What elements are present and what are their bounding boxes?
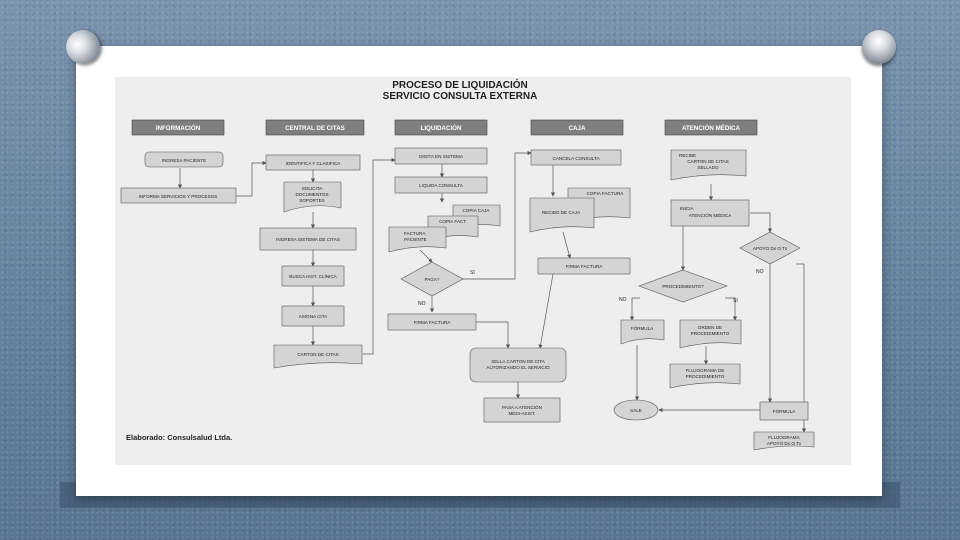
node-recibo-caja — [530, 198, 594, 232]
label-cancela-consulta: CANCELA CONSULTA — [552, 156, 600, 161]
label-apoyo: APOYO Dx O Tx — [753, 246, 788, 251]
label-sella-1: SELLA CARTON DE CITA — [491, 359, 546, 364]
label-orden-2: PROCEDIMIENTO — [691, 331, 730, 336]
connector — [236, 163, 266, 196]
label-ingresa-paciente: INGRESA PACIENTE — [162, 158, 206, 163]
label-recibo-caja: RECIBO DE CAJA — [542, 210, 581, 215]
connector — [750, 213, 770, 232]
label-ingresa-sistema: INGRESA SISTEMA DE CITAS — [276, 237, 340, 242]
label-si-procedimiento: SI — [733, 298, 738, 304]
label-liquida-consulta: LIQUIDA CONSULTA — [419, 183, 464, 188]
header-central-citas-label: CENTRAL DE CITAS — [285, 125, 345, 132]
label-no-paga: NO — [418, 301, 426, 307]
label-paga: PAGA? — [425, 277, 440, 282]
label-busca-hist: BUSCA HIST. CLÍNICA — [289, 273, 337, 279]
label-factura-1: FACTURA — [404, 231, 426, 236]
label-solicita-2: DOCUMENTOS — [295, 192, 328, 197]
node-pasa-atencion — [484, 398, 560, 422]
label-formula-1: FÓRMULA — [631, 325, 654, 331]
label-inicia-2: ATENCIÓN MÉDICA — [689, 212, 732, 218]
label-sella-2: AUTORIZANDO EL SERVICIO — [486, 365, 550, 370]
label-informa-servicios: INFORMA SERVICIOS Y PROCESOS — [139, 194, 218, 199]
label-identifica: IDENTIFICA Y CLASIFICA — [286, 161, 341, 166]
label-inicia-1: INICIA — [680, 206, 694, 211]
connector — [632, 298, 640, 320]
connector — [420, 250, 432, 262]
label-recibe-2: CARTON DE CITAS — [687, 159, 728, 164]
label-asigna-cita: ASIGNA CITA — [299, 314, 328, 319]
label-no-procedimiento: NO — [619, 297, 627, 303]
diagram-title: PROCESO DE LIQUIDACIÓN — [392, 78, 528, 91]
label-flujo-proc-1: FLUJOGRAMA DE — [686, 368, 725, 373]
connector — [476, 322, 508, 348]
label-si-paga: SI — [470, 270, 475, 276]
label-firma-factura-caja: FIRMA FACTURA — [566, 264, 604, 269]
connector — [563, 232, 570, 258]
label-flujo-proc-2: PROCEDIMIENTO — [686, 374, 725, 379]
node-formula-1 — [621, 320, 664, 344]
label-orden-1: ORDEN DE — [698, 325, 722, 330]
label-copia-factura: COPIA FACTURA — [587, 191, 625, 196]
label-flujo-apoyo-1: FLUJOGRAMA — [768, 435, 800, 440]
label-no-apoyo: NO — [756, 269, 764, 275]
label-solicita-3: SOPORTES — [299, 198, 324, 203]
label-solicita-1: SOLICITA — [302, 186, 324, 191]
label-pasa-2: MÉDI-ASIST. — [508, 410, 535, 416]
header-informacion-label: INFORMACIÓN — [156, 124, 201, 132]
label-flujo-apoyo-2: APOYO Dx O Tx — [767, 441, 802, 446]
label-recibe-3: SELLADO — [697, 165, 719, 170]
connector — [540, 274, 553, 348]
label-procedimiento: PROCEDIMIENTO? — [662, 284, 704, 289]
label-sale: SALE — [630, 408, 642, 413]
diagram-subtitle: SERVICIO CONSULTA EXTERNA — [383, 91, 538, 102]
header-caja-label: CAJA — [569, 125, 586, 132]
label-firma-factura-liq: FIRMA FACTURA — [414, 320, 452, 325]
label-copia-caja: COPIA CAJA — [462, 208, 490, 213]
label-carton-citas: CARTON DE CITAS — [297, 352, 338, 357]
header-liquidacion-label: LIQUIDACIÓN — [421, 124, 462, 132]
label-copia-fact: COPIA FACT. — [439, 219, 467, 224]
label-formula-2: FÓRMULA — [773, 408, 796, 414]
credit-text: Elaborado: Consulsalud Ltda. — [126, 433, 232, 442]
label-digita-sistema: DIGITA EN SISTEMA — [419, 154, 464, 159]
header-atencion-medica-label: ATENCIÓN MÉDICA — [682, 124, 741, 132]
label-factura-2: PACIENTE — [404, 237, 427, 242]
label-pasa-1: PASA A ATENCIÓN — [502, 404, 542, 410]
label-recibe-1: RECIBE — [679, 153, 696, 158]
